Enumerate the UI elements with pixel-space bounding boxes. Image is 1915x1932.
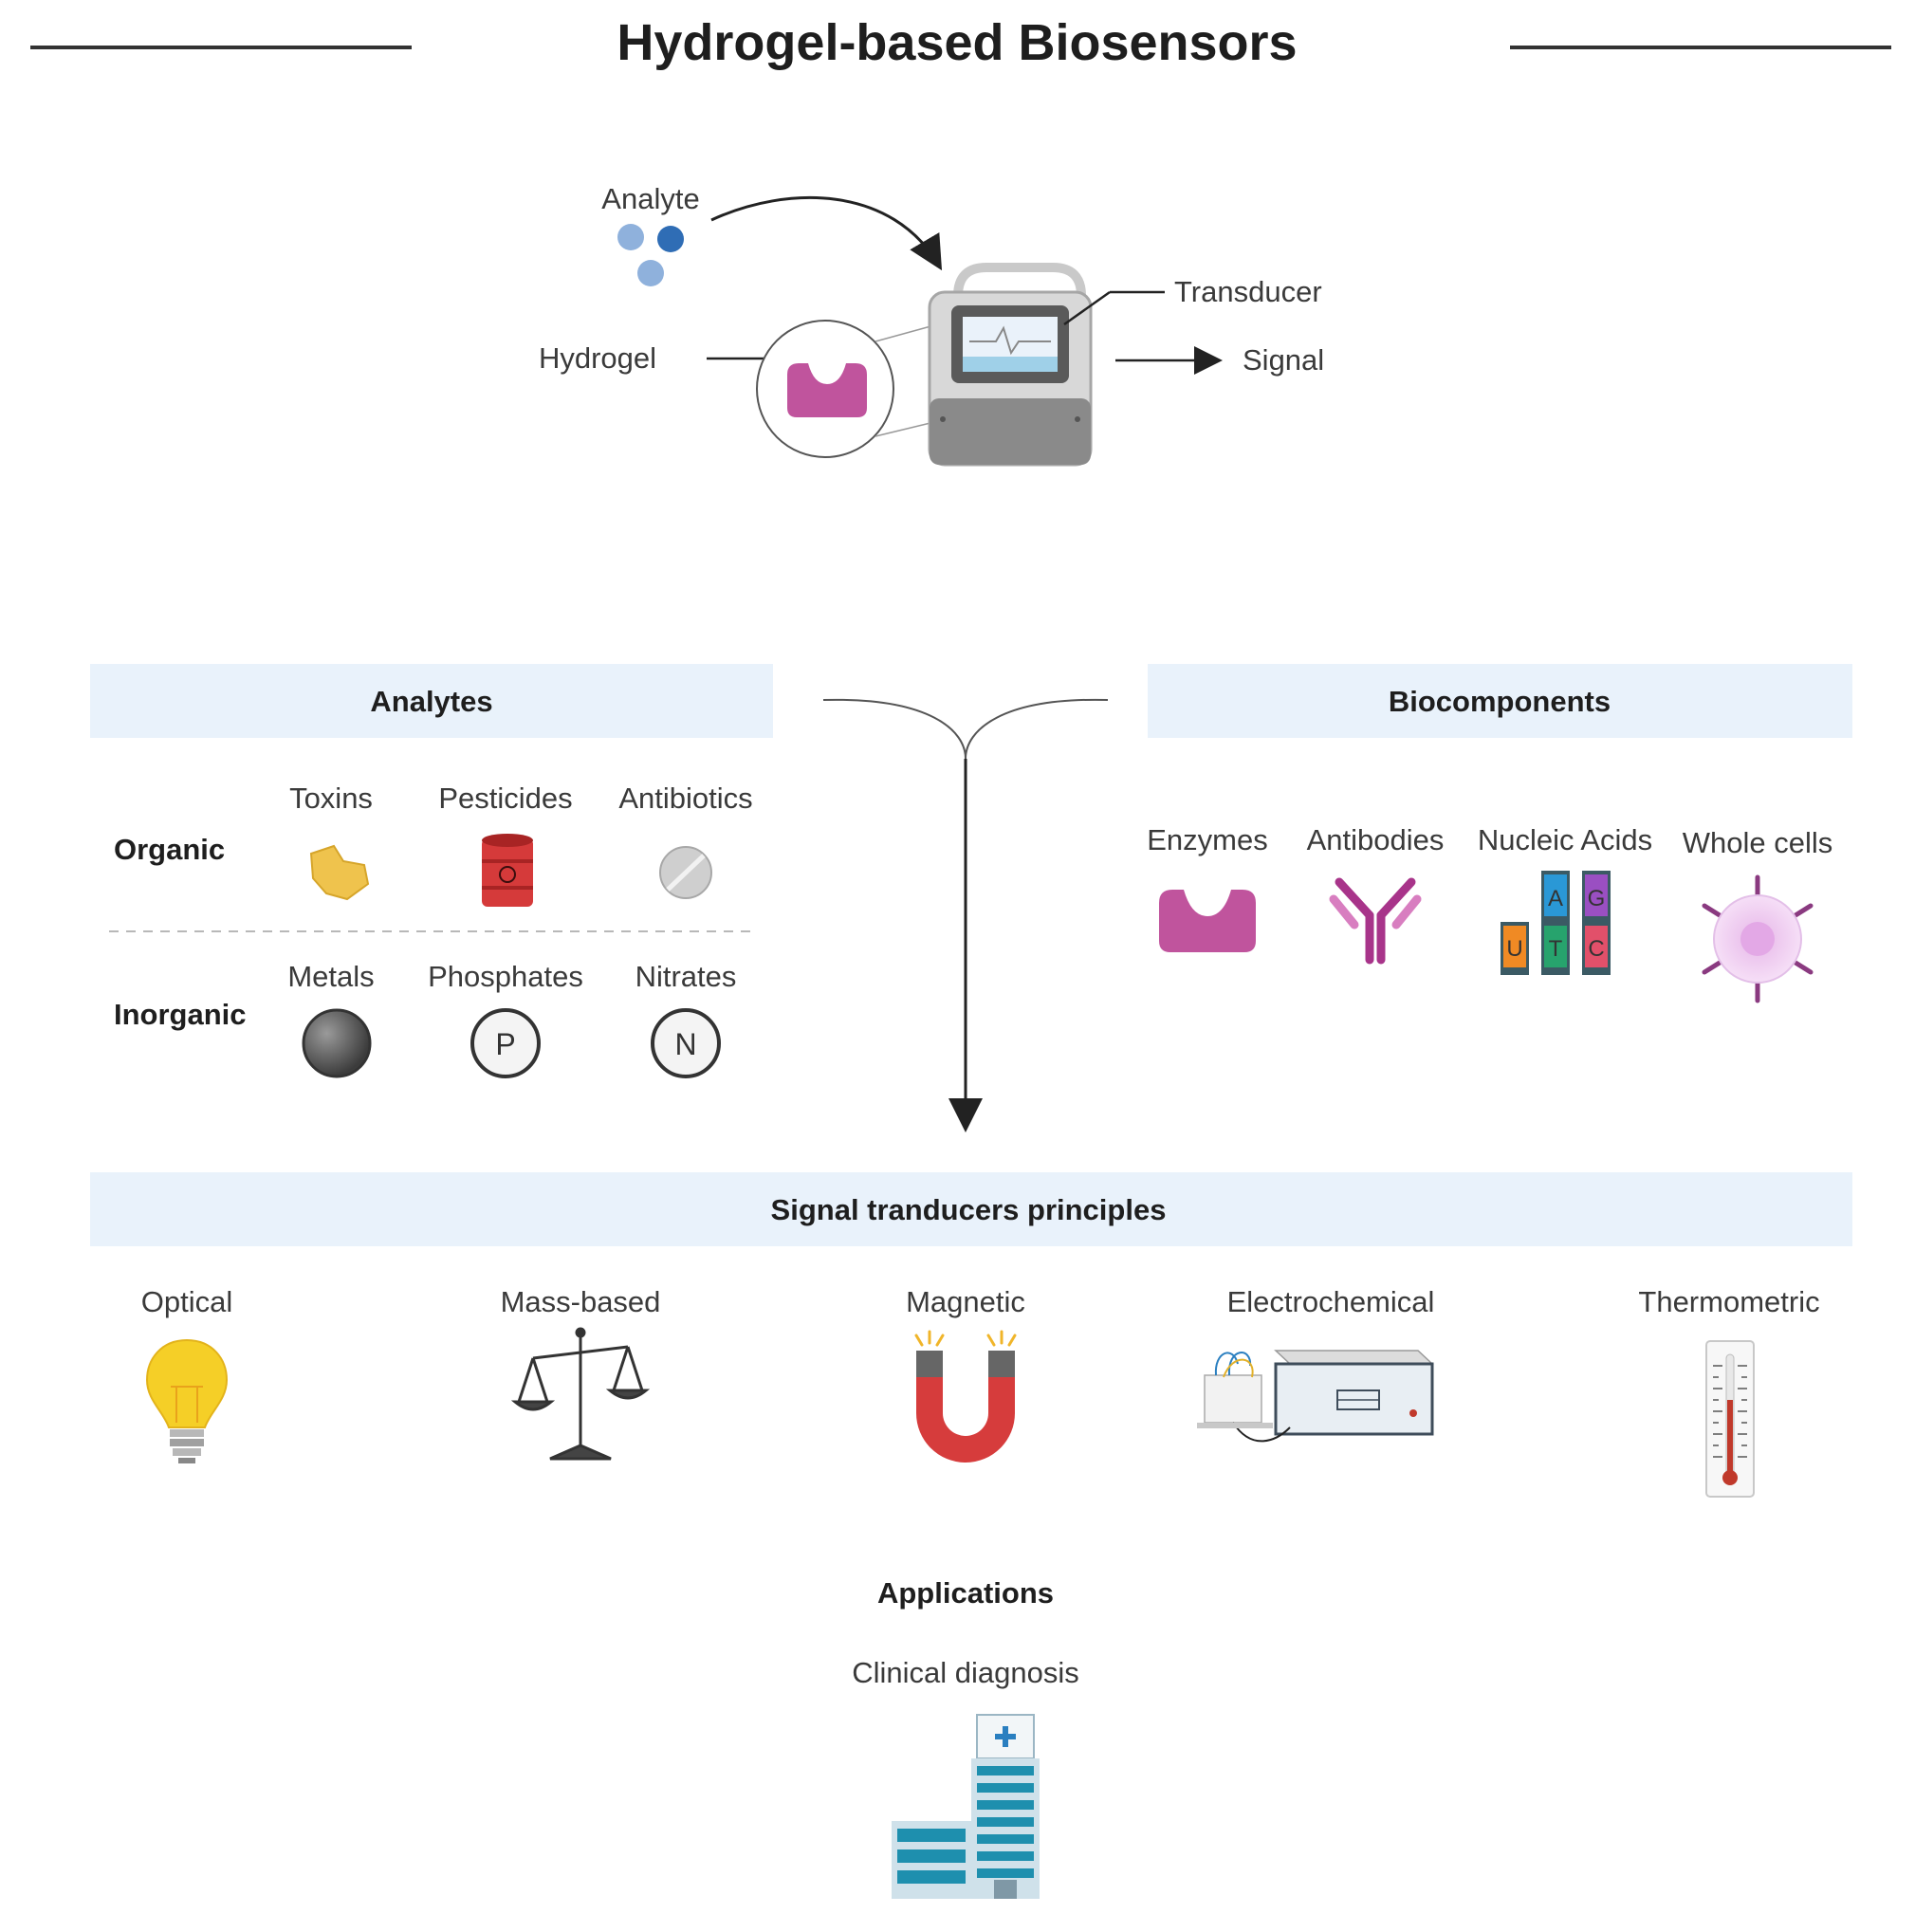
analyte-particle-icon xyxy=(617,224,644,250)
phosphate-symbol: P xyxy=(495,1027,515,1061)
phosphates-label: Phosphates xyxy=(428,960,583,993)
applications-section: Applications Clinical diagnosis xyxy=(852,1576,1079,1899)
hydrogel-label: Hydrogel xyxy=(539,341,656,375)
toxin-icon xyxy=(309,844,370,901)
applications-header: Applications xyxy=(877,1576,1054,1610)
enzyme-icon xyxy=(1159,890,1256,952)
analytes-section: Organic Toxins Pesticides Antibiotics In… xyxy=(109,782,754,1078)
analyte-particle-icon xyxy=(637,260,664,286)
clinical-diagnosis-label: Clinical diagnosis xyxy=(852,1656,1079,1689)
nucleotide-g: G xyxy=(1588,886,1606,911)
toxins-label: Toxins xyxy=(289,782,373,815)
signal-label: Signal xyxy=(1243,343,1324,377)
nucleotide-t: T xyxy=(1549,936,1563,962)
nucleotide-u: U xyxy=(1506,936,1522,962)
biocomponents-header-panel xyxy=(1148,664,1852,738)
whole-cell-icon xyxy=(1702,874,1814,1003)
transducers-section: Optical Mass-based Magnetic Electrochemi… xyxy=(141,1285,1820,1498)
analyte-particle-icon xyxy=(657,226,684,252)
transducer-label: Transducer xyxy=(1174,275,1322,308)
biocomponents-header: Biocomponents xyxy=(1389,685,1611,718)
antibody-icon xyxy=(1329,877,1422,965)
optical-label: Optical xyxy=(141,1285,232,1318)
nucleotide-a: A xyxy=(1548,886,1563,911)
transducers-header: Signal tranducers principles xyxy=(771,1193,1167,1226)
pesticides-label: Pesticides xyxy=(438,782,572,815)
enzymes-label: Enzymes xyxy=(1147,823,1267,856)
balance-scale-icon xyxy=(510,1327,651,1461)
antibiotics-label: Antibiotics xyxy=(618,782,752,815)
barrel-icon xyxy=(482,834,533,907)
metal-ball-icon xyxy=(302,1008,372,1078)
analyte-label: Analyte xyxy=(601,182,699,215)
light-bulb-icon xyxy=(145,1338,229,1463)
overview-schematic: Analyte Hydrogel Transducer Signal xyxy=(539,182,1324,467)
transducers-header-panel xyxy=(90,1172,1852,1246)
nitrates-label: Nitrates xyxy=(635,960,737,993)
metals-label: Metals xyxy=(287,960,374,993)
electrochemical-label: Electrochemical xyxy=(1227,1285,1435,1318)
thermometer-icon xyxy=(1705,1340,1755,1498)
nitrate-symbol: N xyxy=(674,1027,696,1061)
analyte-arrow xyxy=(710,195,943,271)
inorganic-label: Inorganic xyxy=(114,998,247,1031)
thermometric-label: Thermometric xyxy=(1638,1285,1819,1318)
nitrate-icon xyxy=(651,1008,721,1078)
magnetic-label: Magnetic xyxy=(906,1285,1025,1318)
biocomponents-section: Enzymes Antibodies Nucleic Acids Whole c… xyxy=(1147,823,1833,1003)
analytes-header: Analytes xyxy=(370,685,492,718)
nucleic-acids-label: Nucleic Acids xyxy=(1478,823,1652,856)
hospital-icon xyxy=(892,1714,1040,1899)
potentiostat-icon xyxy=(1197,1350,1434,1443)
magnet-icon xyxy=(914,1330,1017,1463)
antibodies-label: Antibodies xyxy=(1307,823,1445,856)
mass-based-label: Mass-based xyxy=(501,1285,661,1318)
page-title: Hydrogel-based Biosensors xyxy=(617,14,1297,71)
organic-label: Organic xyxy=(114,833,225,866)
merge-connector xyxy=(822,698,1109,1132)
whole-cells-label: Whole cells xyxy=(1683,826,1833,859)
transducer-device-icon xyxy=(928,263,1093,467)
phosphate-icon xyxy=(470,1008,541,1078)
analytes-header-panel xyxy=(90,664,773,738)
hydrogel-receptor-icon xyxy=(787,363,867,417)
nucleotide-c: C xyxy=(1588,936,1604,962)
nucleic-acids-icon: A T G C U xyxy=(1501,871,1611,975)
pill-icon xyxy=(659,846,712,899)
